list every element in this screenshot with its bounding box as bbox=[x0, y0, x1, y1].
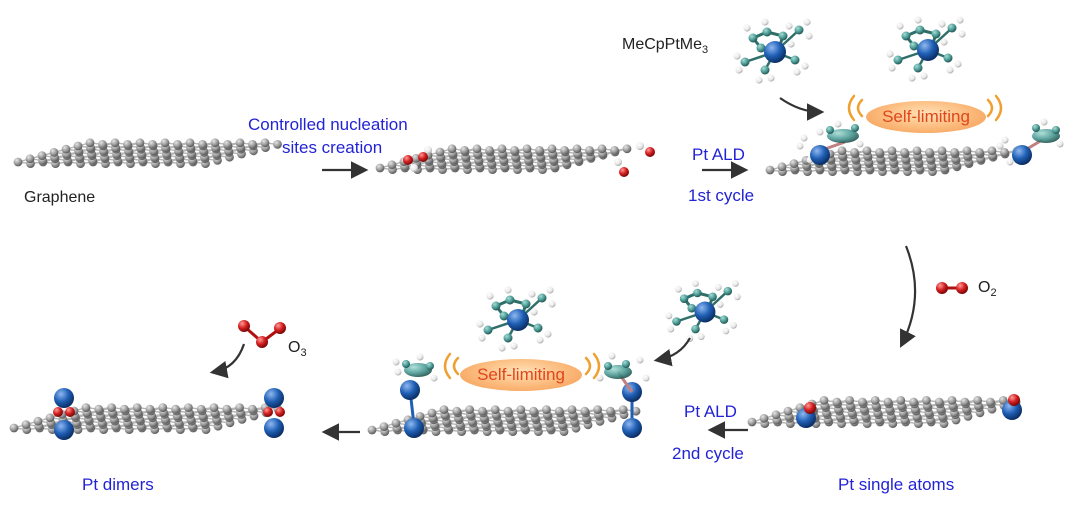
process-arrows bbox=[209, 97, 917, 441]
pt-dimer-forming-right bbox=[596, 352, 650, 438]
pt-dimer-right bbox=[263, 388, 285, 438]
graphene-sheet-single-atoms bbox=[747, 396, 1021, 428]
arrow-o3-approach bbox=[209, 343, 246, 379]
precursor-molecule-blocked-top bbox=[886, 16, 966, 82]
o3-label-base: O bbox=[288, 339, 301, 356]
pt-single-atom-right bbox=[1002, 394, 1022, 420]
o3-label: O3 bbox=[288, 339, 307, 359]
graphene-sheet-first-cycle bbox=[765, 146, 1022, 177]
self-limiting-badge-bottom: Self-limiting bbox=[460, 359, 582, 391]
precursor-molecule-blocked-bottom bbox=[476, 286, 556, 352]
o3-molecule-icon bbox=[238, 320, 286, 348]
precursor-molecule-incoming-top bbox=[733, 18, 813, 84]
o2-label-base: O bbox=[978, 279, 991, 296]
heat-wave-icons-bottom bbox=[443, 352, 601, 380]
pt-dimer-left bbox=[53, 388, 75, 440]
self-limiting-badge-top: Self-limiting bbox=[866, 101, 986, 133]
ald-first-cycle-label-line1: Pt ALD bbox=[692, 145, 745, 164]
precursor-molecule-incoming-bottom bbox=[665, 280, 741, 343]
anchored-pt-left-first-cycle bbox=[796, 120, 864, 165]
ald-first-cycle-label-line2: 1st cycle bbox=[688, 186, 755, 205]
graphene-sheet-pristine bbox=[13, 138, 282, 169]
pt-dimer-forming-left bbox=[392, 353, 438, 438]
arrow-precursor-approach-top bbox=[779, 97, 825, 121]
nucleation-label-line2: sites creation bbox=[282, 138, 383, 157]
o2-molecule-icon bbox=[936, 282, 968, 294]
pt-dimers-label: Pt dimers bbox=[82, 475, 154, 494]
nucleation-site-left bbox=[403, 146, 432, 172]
precursor-formula-subscript: 3 bbox=[702, 44, 709, 57]
o2-label-subscript: 2 bbox=[990, 287, 997, 300]
ald-second-cycle-label-line2: 2nd cycle bbox=[672, 444, 744, 463]
o2-label: O2 bbox=[978, 279, 997, 299]
pt-single-atom-left bbox=[796, 402, 816, 428]
graphene-sheet-dimers bbox=[9, 403, 283, 434]
nucleation-label-line1: Controlled nucleation bbox=[248, 115, 408, 134]
precursor-formula-base: MeCpPtMe bbox=[622, 36, 703, 53]
heat-wave-icons-top bbox=[847, 94, 1003, 122]
graphene-sheet-defected bbox=[375, 144, 632, 175]
nucleation-site-right bbox=[636, 142, 655, 157]
arrow-precursor-approach-bottom bbox=[653, 337, 691, 367]
graphene-label: Graphene bbox=[24, 189, 96, 206]
graphene-sheet-second-cycle bbox=[367, 405, 641, 436]
arrow-first-cycle-to-single-atoms bbox=[900, 245, 917, 348]
self-limiting-badge-top-text: Self-limiting bbox=[882, 107, 970, 126]
nucleation-site-middle bbox=[614, 158, 629, 177]
ald-second-cycle-label-line1: Pt ALD bbox=[684, 402, 737, 421]
precursor-formula-label: MeCpPtMe3 bbox=[622, 36, 708, 56]
o3-label-subscript: 3 bbox=[300, 347, 307, 360]
pt-single-atoms-label: Pt single atoms bbox=[838, 475, 955, 494]
self-limiting-badge-bottom-text: Self-limiting bbox=[477, 365, 565, 384]
anchored-pt-right-first-cycle bbox=[996, 118, 1064, 166]
